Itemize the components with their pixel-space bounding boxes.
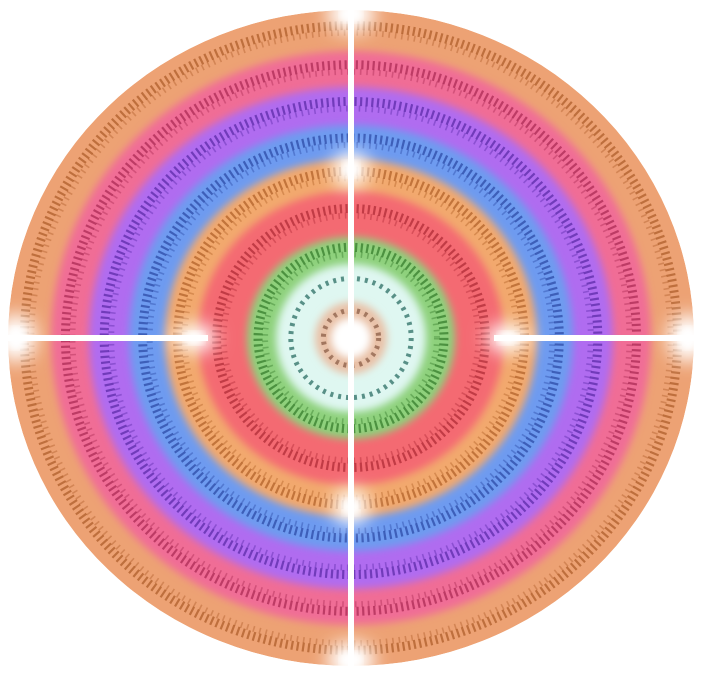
top-edge-glow-core [340, 6, 362, 22]
upper-inner-glow-core [343, 161, 359, 177]
left-inner-glow-core [184, 332, 204, 345]
bottom-edge-glow-core [340, 652, 362, 668]
vertical-divider [348, 0, 354, 673]
left-edge-glow-core [7, 327, 25, 349]
right-edge-glow-core [679, 327, 697, 349]
right-inner-glow-core [498, 332, 518, 345]
lower-inner-glow-core [343, 499, 359, 515]
